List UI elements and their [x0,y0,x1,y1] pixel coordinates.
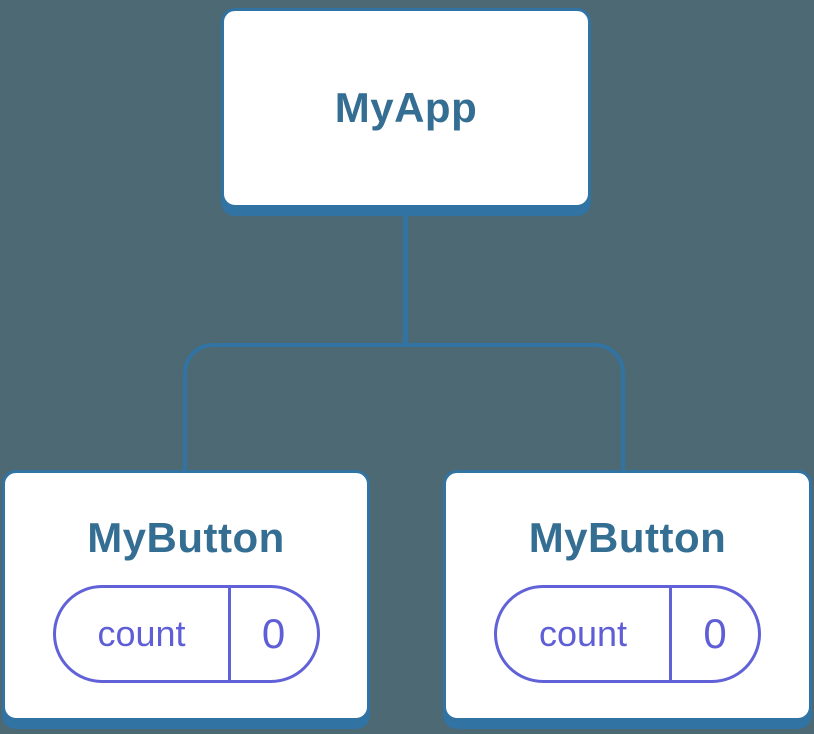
state-key-label: count [497,588,672,680]
root-component-title: MyApp [334,84,478,131]
state-value: 0 [261,610,286,657]
root-component-node: MyApp [221,8,591,208]
child-component-title: MyButton [87,514,285,561]
root-to-branch-connector-line [403,208,408,345]
branch-connector-bracket [183,343,625,470]
state-key-label: count [56,588,231,680]
state-pill: count 0 [494,585,761,683]
child-component-title: MyButton [528,514,727,561]
state-pill: count 0 [52,585,320,683]
state-value: 0 [703,610,727,657]
child-component-node: MyButton count 0 [2,470,370,721]
child-component-node: MyButton count 0 [443,470,812,721]
